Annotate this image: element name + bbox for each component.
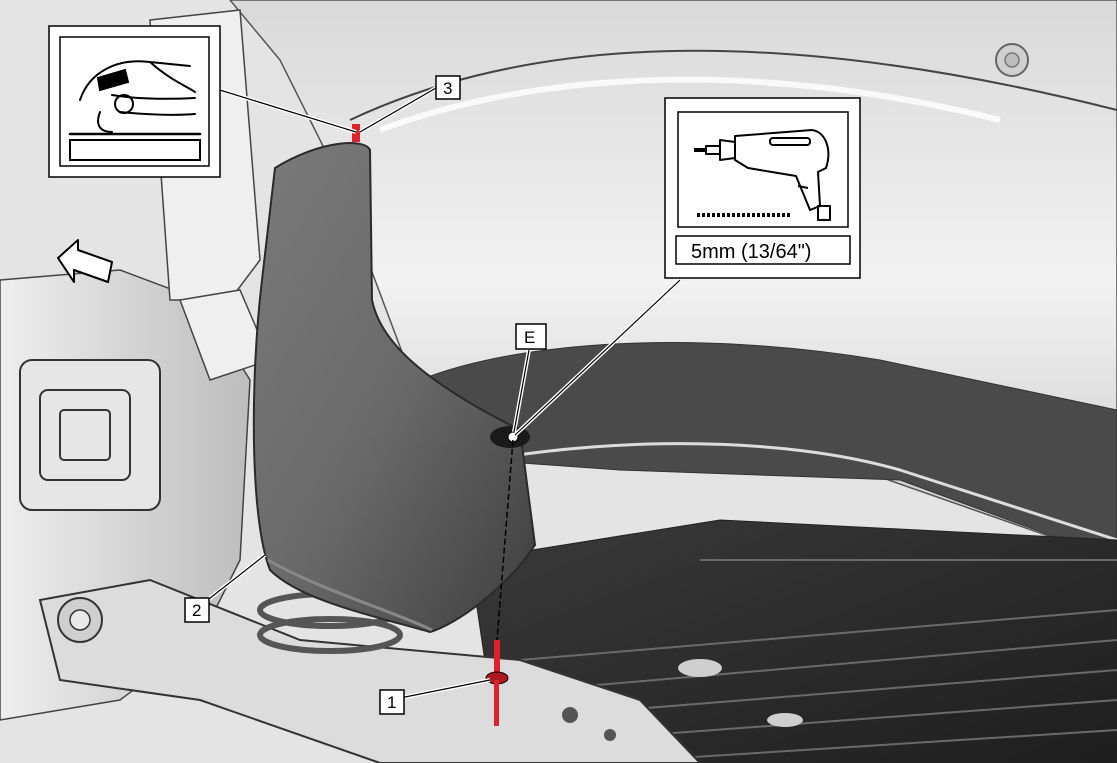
callout-2-label: 2 (192, 601, 201, 620)
highlight-rivet-1 (485, 640, 509, 726)
arm-hole (604, 729, 616, 741)
body-bolt-center (1004, 52, 1020, 68)
mud-flap (252, 142, 537, 634)
callout-3-label: 3 (443, 79, 452, 98)
highlight-clip-3 (352, 124, 360, 142)
callout-1: 1 (379, 689, 405, 715)
drill-icon (694, 129, 831, 221)
drill-inset: 5mm (13/64") (664, 97, 861, 279)
callout-2: 2 (184, 597, 210, 623)
fender-highlight (378, 76, 1001, 133)
arm-hole (562, 707, 578, 723)
floor-hole (767, 713, 803, 727)
callout-3: 3 (435, 75, 461, 100)
hand-press-icon (68, 60, 202, 161)
wheel-arch-interior (419, 342, 1117, 561)
drill-size-label: 5mm (13/64") (691, 241, 811, 263)
drill-size-box (675, 235, 851, 265)
rivet-axis-line (496, 439, 514, 641)
lower-control-arm (38, 578, 702, 763)
callout-e-label: E (524, 328, 535, 347)
mud-flap-edge (267, 558, 433, 632)
callout-1-label: 1 (387, 693, 396, 712)
fender-lip (349, 49, 1117, 121)
floor-hole (678, 659, 722, 677)
leader-lines-core (199, 86, 681, 699)
hand-press-inset (48, 25, 221, 178)
arm-bushing-center (69, 609, 91, 631)
direction-arrow-icon (57, 239, 113, 283)
brake-caliper (19, 359, 161, 511)
callout-e: E (515, 323, 547, 350)
